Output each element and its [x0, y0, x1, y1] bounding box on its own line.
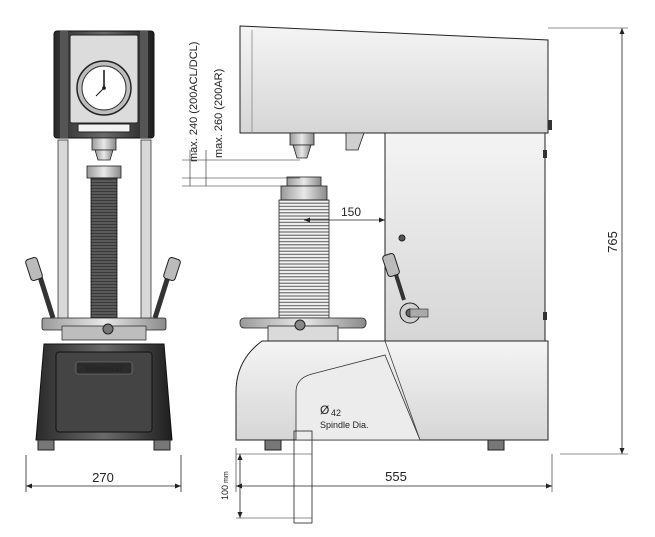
brand-plate: INNOVATEST	[85, 367, 123, 373]
dimension-throat-label: 150	[341, 205, 361, 219]
front-right-lever	[152, 256, 181, 319]
max-height-acl-label: max. 240 (200ACL/DCL)	[188, 42, 200, 162]
front-view: INNOVATEST 270	[25, 30, 182, 492]
dimension-height-label: 765	[605, 231, 620, 253]
side-load-lever	[382, 252, 429, 324]
front-elevating-screw	[90, 177, 118, 319]
side-view: Ø 42 Spindle Dia. 150 max. 240 (200ACL/D…	[182, 25, 628, 524]
table-offset-block	[293, 430, 313, 524]
spindle-value: 42	[331, 408, 341, 418]
table-offset-label: 100mm	[220, 471, 230, 500]
spindle-symbol: Ø	[320, 403, 329, 417]
dimension-width-label: 270	[92, 470, 114, 485]
spindle-label: Spindle Dia.	[320, 420, 369, 430]
side-elevating-screw	[278, 199, 330, 319]
max-height-ar-label: max. 260 (200AR)	[213, 69, 225, 158]
spindle-nose	[292, 144, 312, 159]
front-left-lever	[25, 256, 56, 319]
column-screw-icon	[398, 234, 406, 242]
dimension-length-label: 555	[385, 469, 407, 484]
side-head-housing	[239, 25, 549, 134]
